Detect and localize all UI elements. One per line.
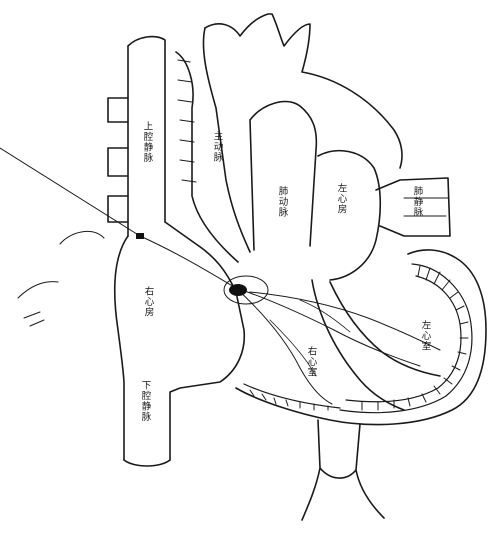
inferior-vena-cava [124,460,170,466]
pulmonary-artery [250,102,316,250]
right-ventricle-wall [244,384,340,408]
label-pulmonary-vein: 肺静脉 [412,186,422,218]
label-right-atrium: 右心房 [143,286,153,318]
label-superior-vena-cava: 上腔静脉 [142,121,152,163]
conduction-path [140,236,440,404]
svc-branch-1 [108,98,128,122]
sa-node [136,233,144,239]
label-inferior-vena-cava: 下腔静脉 [140,380,150,422]
ventricle-outer-wall [236,250,486,425]
left-ventricle-wall [340,264,472,413]
aorta-ribbing [178,60,196,182]
aorta [176,14,402,262]
descending-aorta [302,420,384,520]
label-left-ventricle: 左心室 [420,320,430,352]
left-atrium [318,151,380,280]
aorta-inner [203,28,250,252]
label-aorta: 主动脉 [212,131,222,163]
right-atrium [115,222,244,460]
av-node [229,284,247,296]
label-pulmonary-artery: 肺动脉 [277,186,287,218]
pulmonary-vein-divider [404,198,448,216]
label-right-ventricle: 右心室 [306,346,316,378]
label-left-atrium: 左心房 [336,183,346,215]
pointer-scribble [18,231,104,326]
svc-branch-2 [108,148,128,176]
